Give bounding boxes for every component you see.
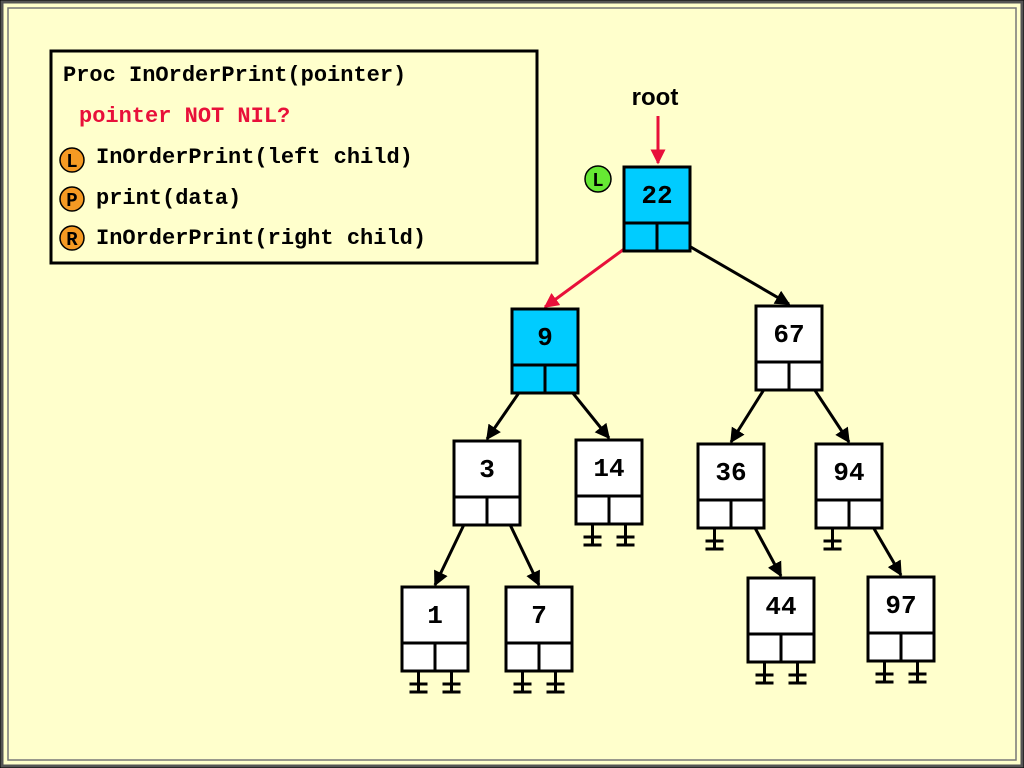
tree-node-44: 44 — [746, 576, 816, 664]
tree-node-97: 97 — [866, 575, 936, 663]
node-value: 9 — [537, 323, 553, 353]
badge-print-label: P — [66, 190, 77, 212]
root-label: root — [632, 84, 679, 111]
badge-left-label: L — [66, 151, 77, 173]
tree-node-1: 1 — [400, 585, 470, 673]
node-value: 67 — [773, 320, 804, 350]
node-value: 7 — [531, 601, 547, 631]
node-value: 3 — [479, 455, 495, 485]
node-value: 36 — [715, 458, 746, 488]
node-value: 44 — [765, 592, 796, 622]
code-line-proc: Proc InOrderPrint(pointer) — [63, 63, 406, 88]
tree-node-67: 67 — [754, 304, 824, 392]
edge-22-to-67 — [672, 235, 791, 306]
node-value: 97 — [885, 591, 916, 621]
current-step-badge-label: L — [592, 170, 603, 192]
slide-inner-border — [7, 7, 1017, 761]
tree-node-36: 36 — [696, 442, 766, 530]
nodes-layer: 22 9 67 3 14 36 94 1 7 44 97 — [400, 165, 936, 673]
tree-node-3: 3 — [452, 439, 522, 527]
badge-print-circle — [59, 186, 85, 212]
node-box — [400, 585, 470, 673]
node-value: 1 — [427, 601, 443, 631]
tree-node-14: 14 — [574, 438, 644, 526]
tree-node-7: 7 — [504, 585, 574, 673]
node-value: 94 — [833, 458, 864, 488]
node-box — [504, 585, 574, 673]
tree-node-94: 94 — [814, 442, 884, 530]
code-line-condition: pointer NOT NIL? — [79, 104, 290, 129]
node-value: 22 — [641, 181, 672, 211]
pseudocode-frame — [49, 49, 539, 265]
badge-right-circle — [59, 225, 85, 251]
pseudocode-box: Proc InOrderPrint(pointer) pointer NOT N… — [49, 49, 539, 265]
code-line-print: print(data) — [96, 186, 241, 211]
code-line-right-call: InOrderPrint(right child) — [96, 226, 426, 251]
tree-node-22: 22 — [622, 165, 692, 253]
node-value: 14 — [593, 454, 624, 484]
current-step-badge — [584, 165, 612, 193]
badge-right-label: R — [66, 229, 78, 251]
badge-left-circle — [59, 147, 85, 173]
tree-node-9: 9 — [510, 307, 580, 395]
code-line-left-call: InOrderPrint(left child) — [96, 145, 413, 170]
